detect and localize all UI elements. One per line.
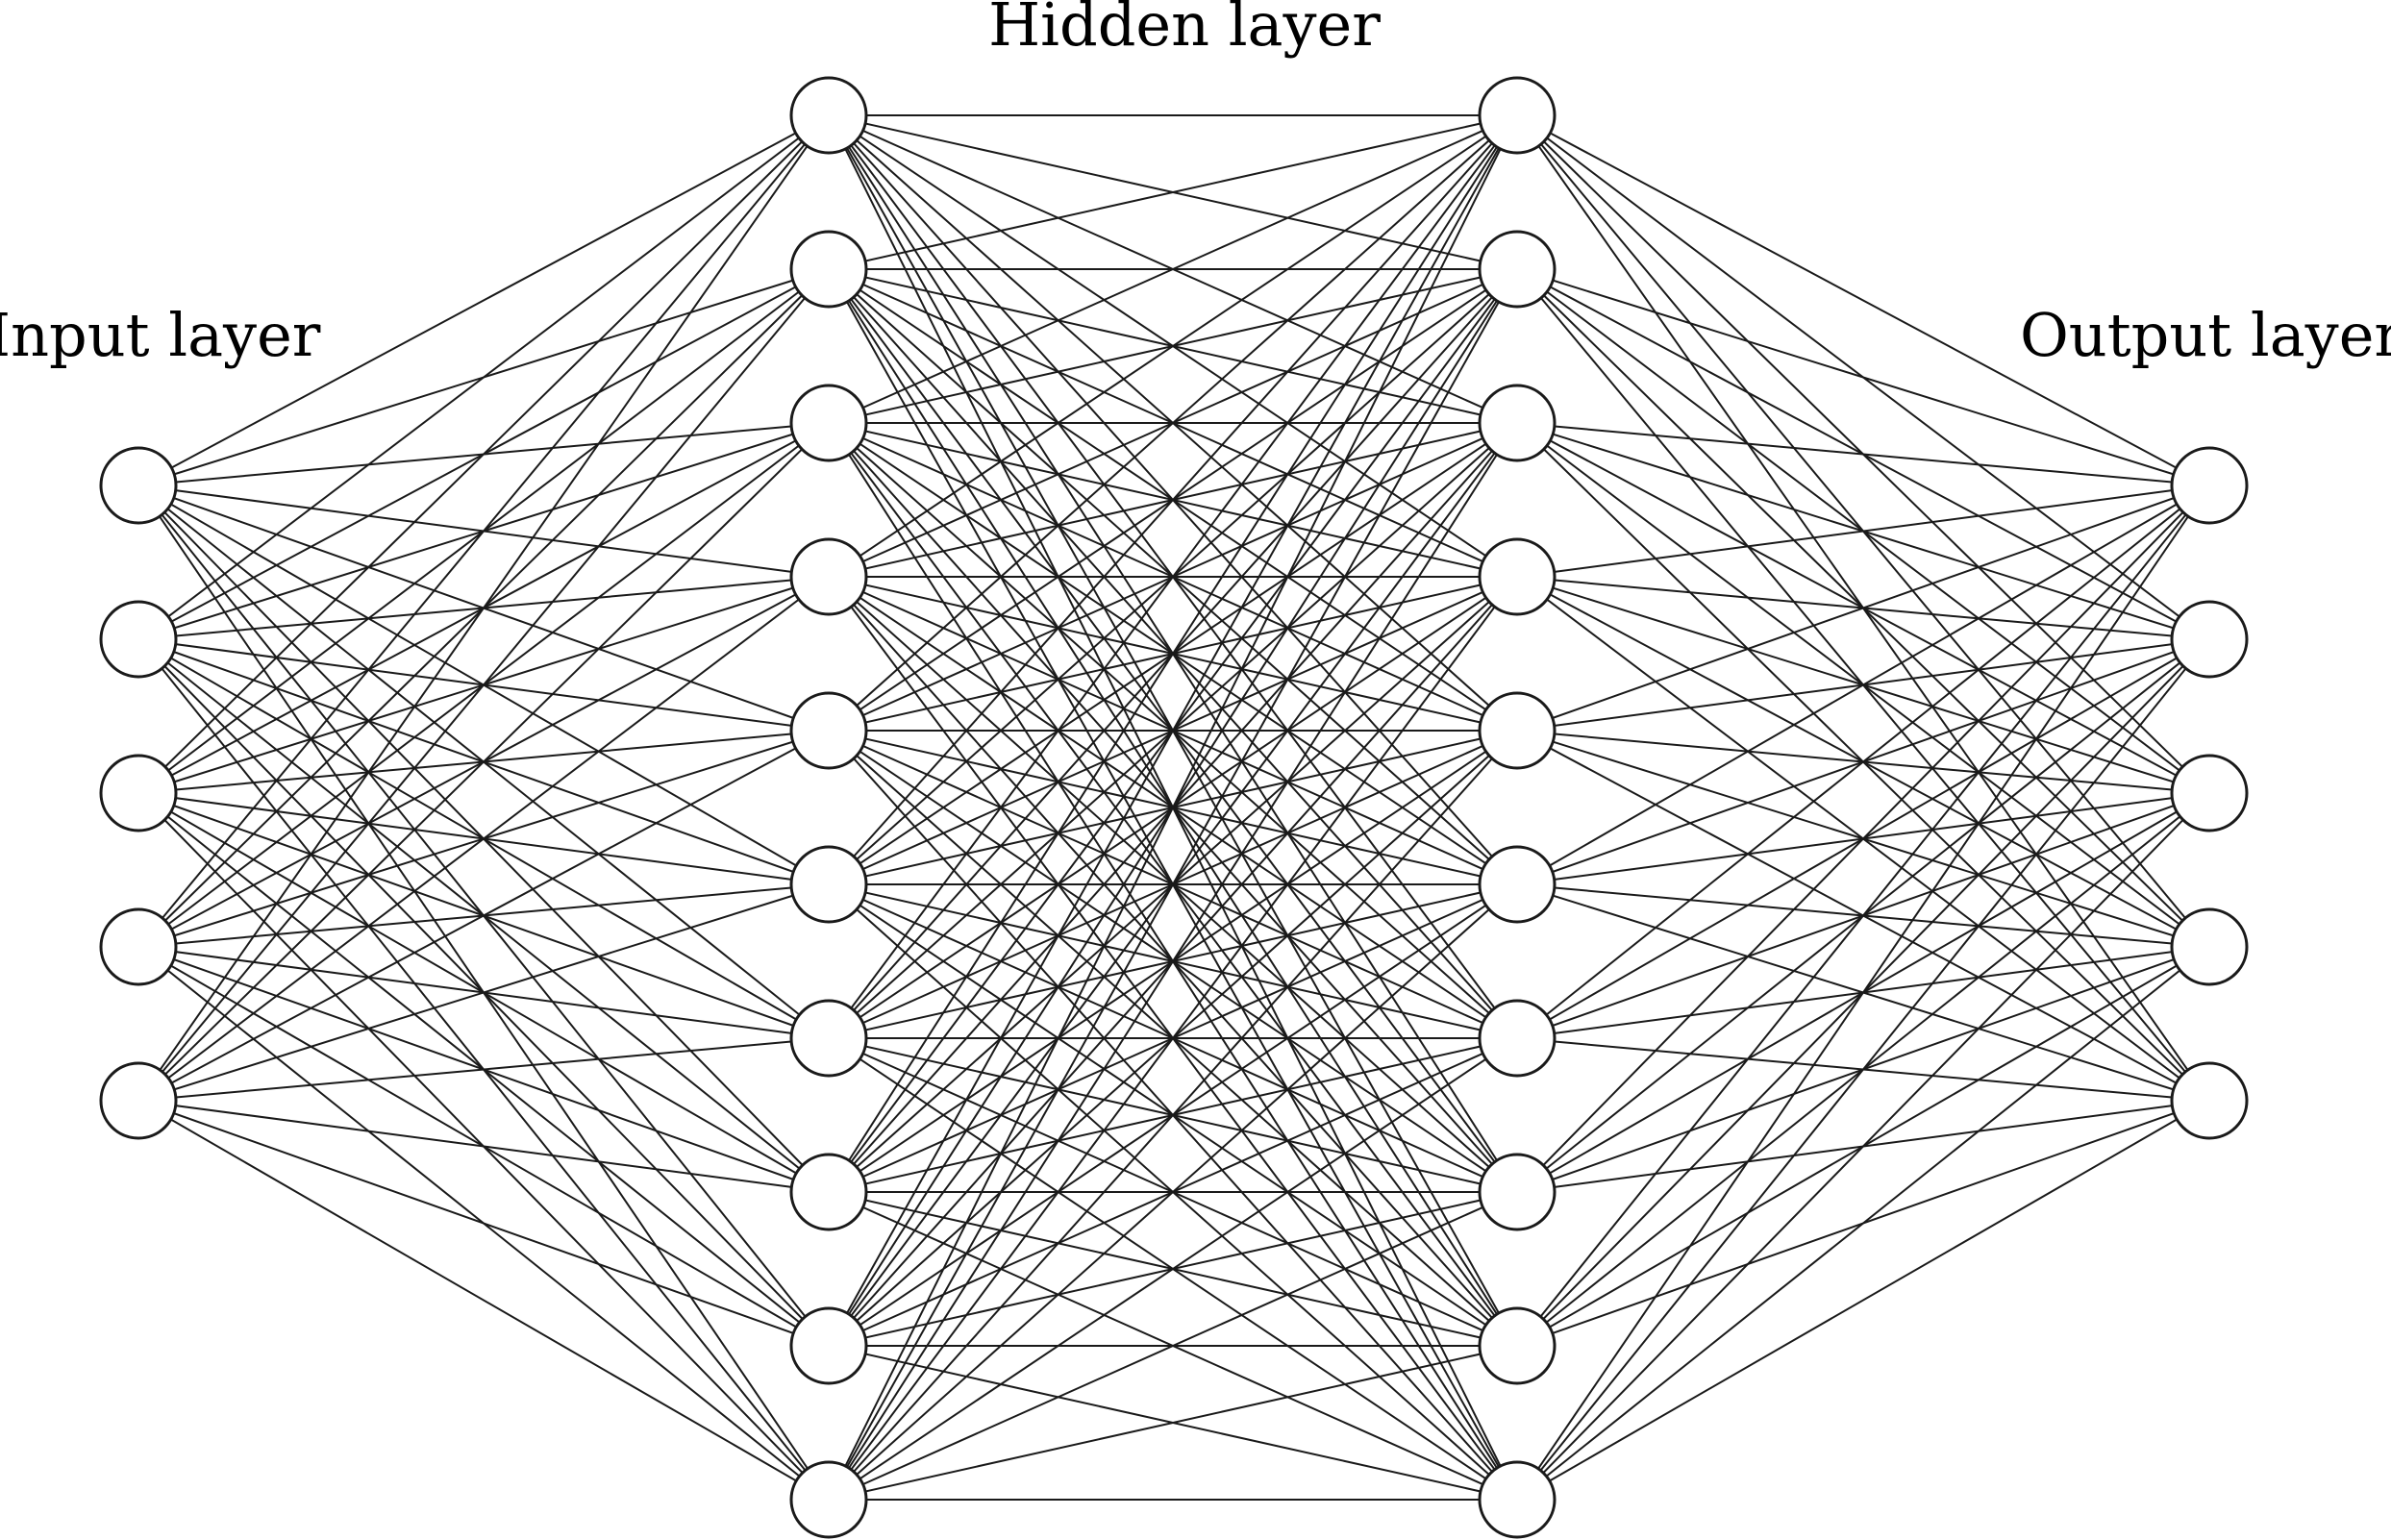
connection-edge [1516,484,2210,1347]
connection-edge [1516,484,2210,1501]
connection-edge [1516,484,2210,1039]
connection-edge [828,114,1518,885]
input-neuron-node [99,1061,178,1140]
connection-edge [137,114,830,1102]
connection-edge [828,114,1518,1501]
output-neuron-node [2170,754,2249,832]
connection-edge [137,114,830,486]
connection-edge [1516,484,2210,1193]
hidden-neuron-node [1478,999,1557,1078]
connection-edge [828,114,1518,732]
connection-edge [1516,638,2210,1501]
output-neuron-node [2170,600,2249,679]
hidden-layer-label: Hidden layer [988,0,1381,60]
connection-edge [1516,946,2210,1501]
input-layer-label: Input layer [0,300,321,370]
connection-edge [137,268,830,1102]
connection-edge [828,1191,1518,1501]
hidden-neuron-node [1478,1306,1557,1385]
hidden-neuron-node [1478,76,1557,155]
hidden-neuron-node [789,1306,868,1385]
connection-edge [828,114,1518,578]
connection-edge [828,1037,1518,1501]
connection-edge [137,114,830,794]
hidden-neuron-node [789,1460,868,1539]
input-neuron-node [99,754,178,832]
connection-edge [828,730,1518,1501]
output-neuron-node [2170,1061,2249,1140]
input-neuron-node [99,600,178,679]
connection-edge [137,1100,830,1501]
input-neuron-node [99,446,178,525]
connection-edge [1516,484,2210,732]
connection-edge [828,114,1518,424]
connection-edge [1516,792,2210,1501]
connection-edge [828,576,1518,1501]
hidden-neuron-node [789,537,868,616]
connection-edge [1516,422,2210,486]
hidden-neuron-node [1478,537,1557,616]
connection-edge [828,883,1518,1501]
connection-edge [137,1100,830,1347]
input-neuron-node [99,907,178,986]
connection-edges [137,114,2210,1501]
output-neuron-node [2170,446,2249,525]
hidden-neuron-node [789,691,868,770]
hidden-neuron-node [1478,1460,1557,1539]
connection-edge [1516,1100,2210,1501]
hidden-neuron-node [1478,230,1557,309]
output-neuron-node [2170,907,2249,986]
connection-edge [1516,114,2210,486]
connection-edge [1516,484,2210,578]
hidden-neuron-node [789,845,868,924]
hidden-neuron-node [789,76,868,155]
hidden-neuron-node [789,230,868,309]
hidden-neuron-node [789,384,868,462]
connection-edge [828,268,1518,1501]
hidden-neuron-node [1478,384,1557,462]
connection-edge [137,730,830,1102]
connection-edge [137,422,830,1102]
connection-edge [137,883,830,1102]
hidden-neuron-node [1478,691,1557,770]
connection-edge [828,114,1518,1039]
connection-edge [137,576,830,1102]
hidden-neuron-node [1478,845,1557,924]
connection-edge [828,114,1518,1347]
connection-edge [137,114,830,948]
neuron-nodes [99,76,2249,1539]
connection-edge [1516,484,2210,885]
connection-edge [828,422,1518,1501]
connection-edge [828,114,1518,270]
connection-edge [137,1100,830,1193]
connection-edge [1516,268,2210,486]
connection-edge [137,114,830,640]
output-layer-label: Output layer [2020,300,2391,370]
hidden-neuron-node [789,999,868,1078]
connection-edge [828,114,1518,1193]
hidden-neuron-node [1478,1153,1557,1231]
connection-edge [828,1345,1518,1501]
connection-edge [137,1037,830,1102]
hidden-neuron-node [789,1153,868,1231]
